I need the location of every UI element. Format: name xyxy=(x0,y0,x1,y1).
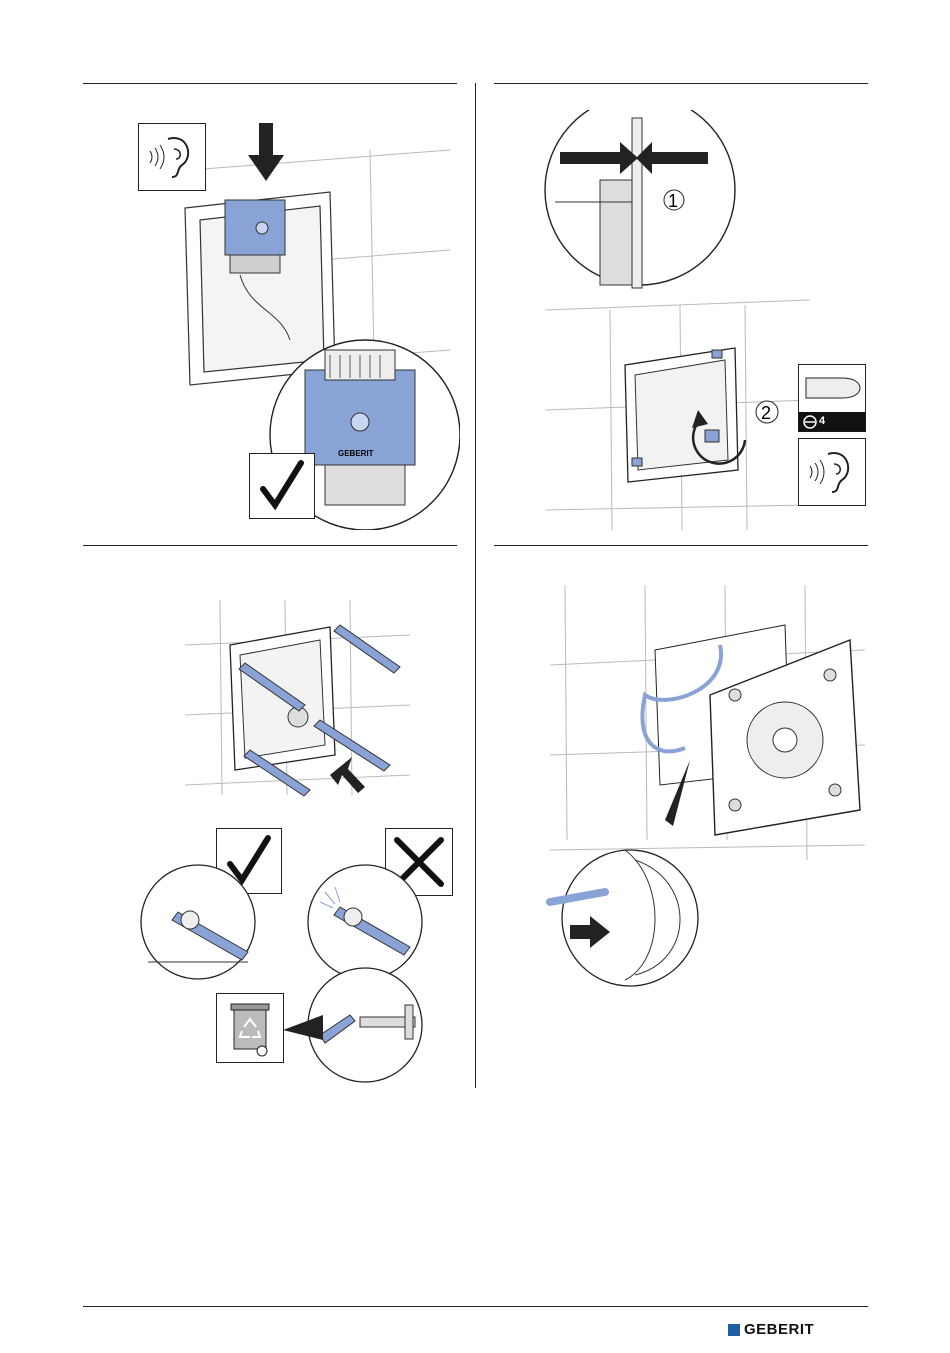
separator-top-right xyxy=(494,83,868,84)
recycle-bin-icon xyxy=(216,993,284,1068)
brand-name: GEBERIT xyxy=(744,1321,814,1338)
discard-detail-circle xyxy=(305,965,425,1090)
brand-logo: GEBERIT xyxy=(728,1321,814,1338)
module-logo-text: GEBERIT xyxy=(338,449,374,458)
separator-top-left xyxy=(83,83,457,84)
footer-rule xyxy=(83,1306,868,1307)
step-panel-4 xyxy=(545,580,870,990)
down-arrow-icon xyxy=(246,123,286,188)
screwdriver-icon xyxy=(798,364,866,437)
check-icon xyxy=(249,453,315,524)
step-panel-3 xyxy=(180,595,420,800)
tool-size-label: 4 xyxy=(819,415,825,427)
column-divider xyxy=(475,83,476,1088)
correct-detail-circle xyxy=(138,862,258,987)
pointer-line xyxy=(283,1015,323,1050)
ear-icon xyxy=(798,438,866,511)
callout-number-2: 2 xyxy=(761,403,771,423)
ear-icon xyxy=(138,123,206,196)
separator-mid-right xyxy=(494,545,868,546)
callout-number-1: 1 xyxy=(668,191,678,211)
brand-square-icon xyxy=(728,1324,740,1336)
separator-mid-left xyxy=(83,545,457,546)
